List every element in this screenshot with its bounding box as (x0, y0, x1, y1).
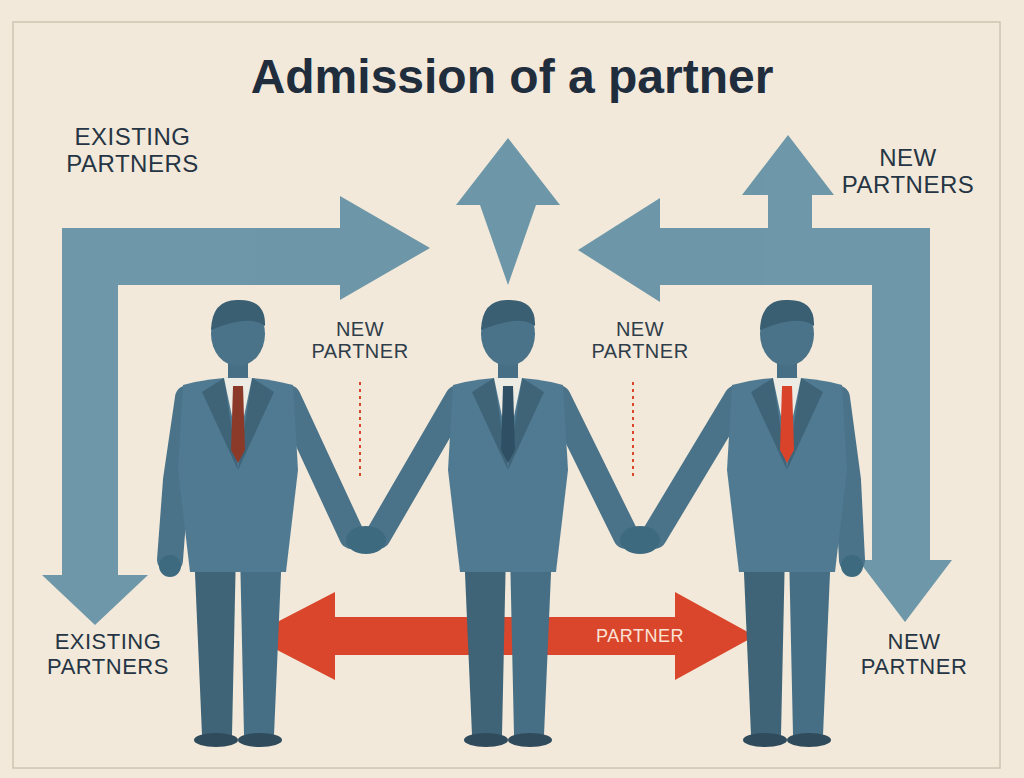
hand (841, 555, 863, 577)
person-figure (448, 300, 568, 747)
arm (378, 398, 458, 536)
handshake (346, 526, 386, 554)
tie (501, 386, 515, 463)
arm (558, 398, 626, 536)
hand (159, 555, 181, 577)
tie (231, 386, 245, 463)
callout-label: NEW PARTNER (298, 318, 422, 363)
person-figure (178, 300, 298, 747)
arm (654, 398, 737, 536)
person-figure (727, 300, 847, 747)
group-label: EXISTING PARTNERS (40, 124, 225, 178)
arrow-label: PARTNER (596, 626, 684, 646)
frame (13, 22, 1000, 768)
group-label: EXISTING PARTNERS (28, 630, 188, 679)
group-label: NEW PARTNER (842, 630, 986, 679)
leader-line (632, 382, 634, 478)
up-arrow (456, 138, 560, 285)
handshake (620, 526, 660, 554)
diagram-title: Admission of a partner (100, 50, 924, 104)
group-label: NEW PARTNERS (828, 145, 988, 199)
handshakes (159, 526, 863, 577)
tie (780, 386, 794, 463)
leader-line (359, 382, 361, 478)
callout-label: NEW PARTNER (578, 318, 702, 363)
